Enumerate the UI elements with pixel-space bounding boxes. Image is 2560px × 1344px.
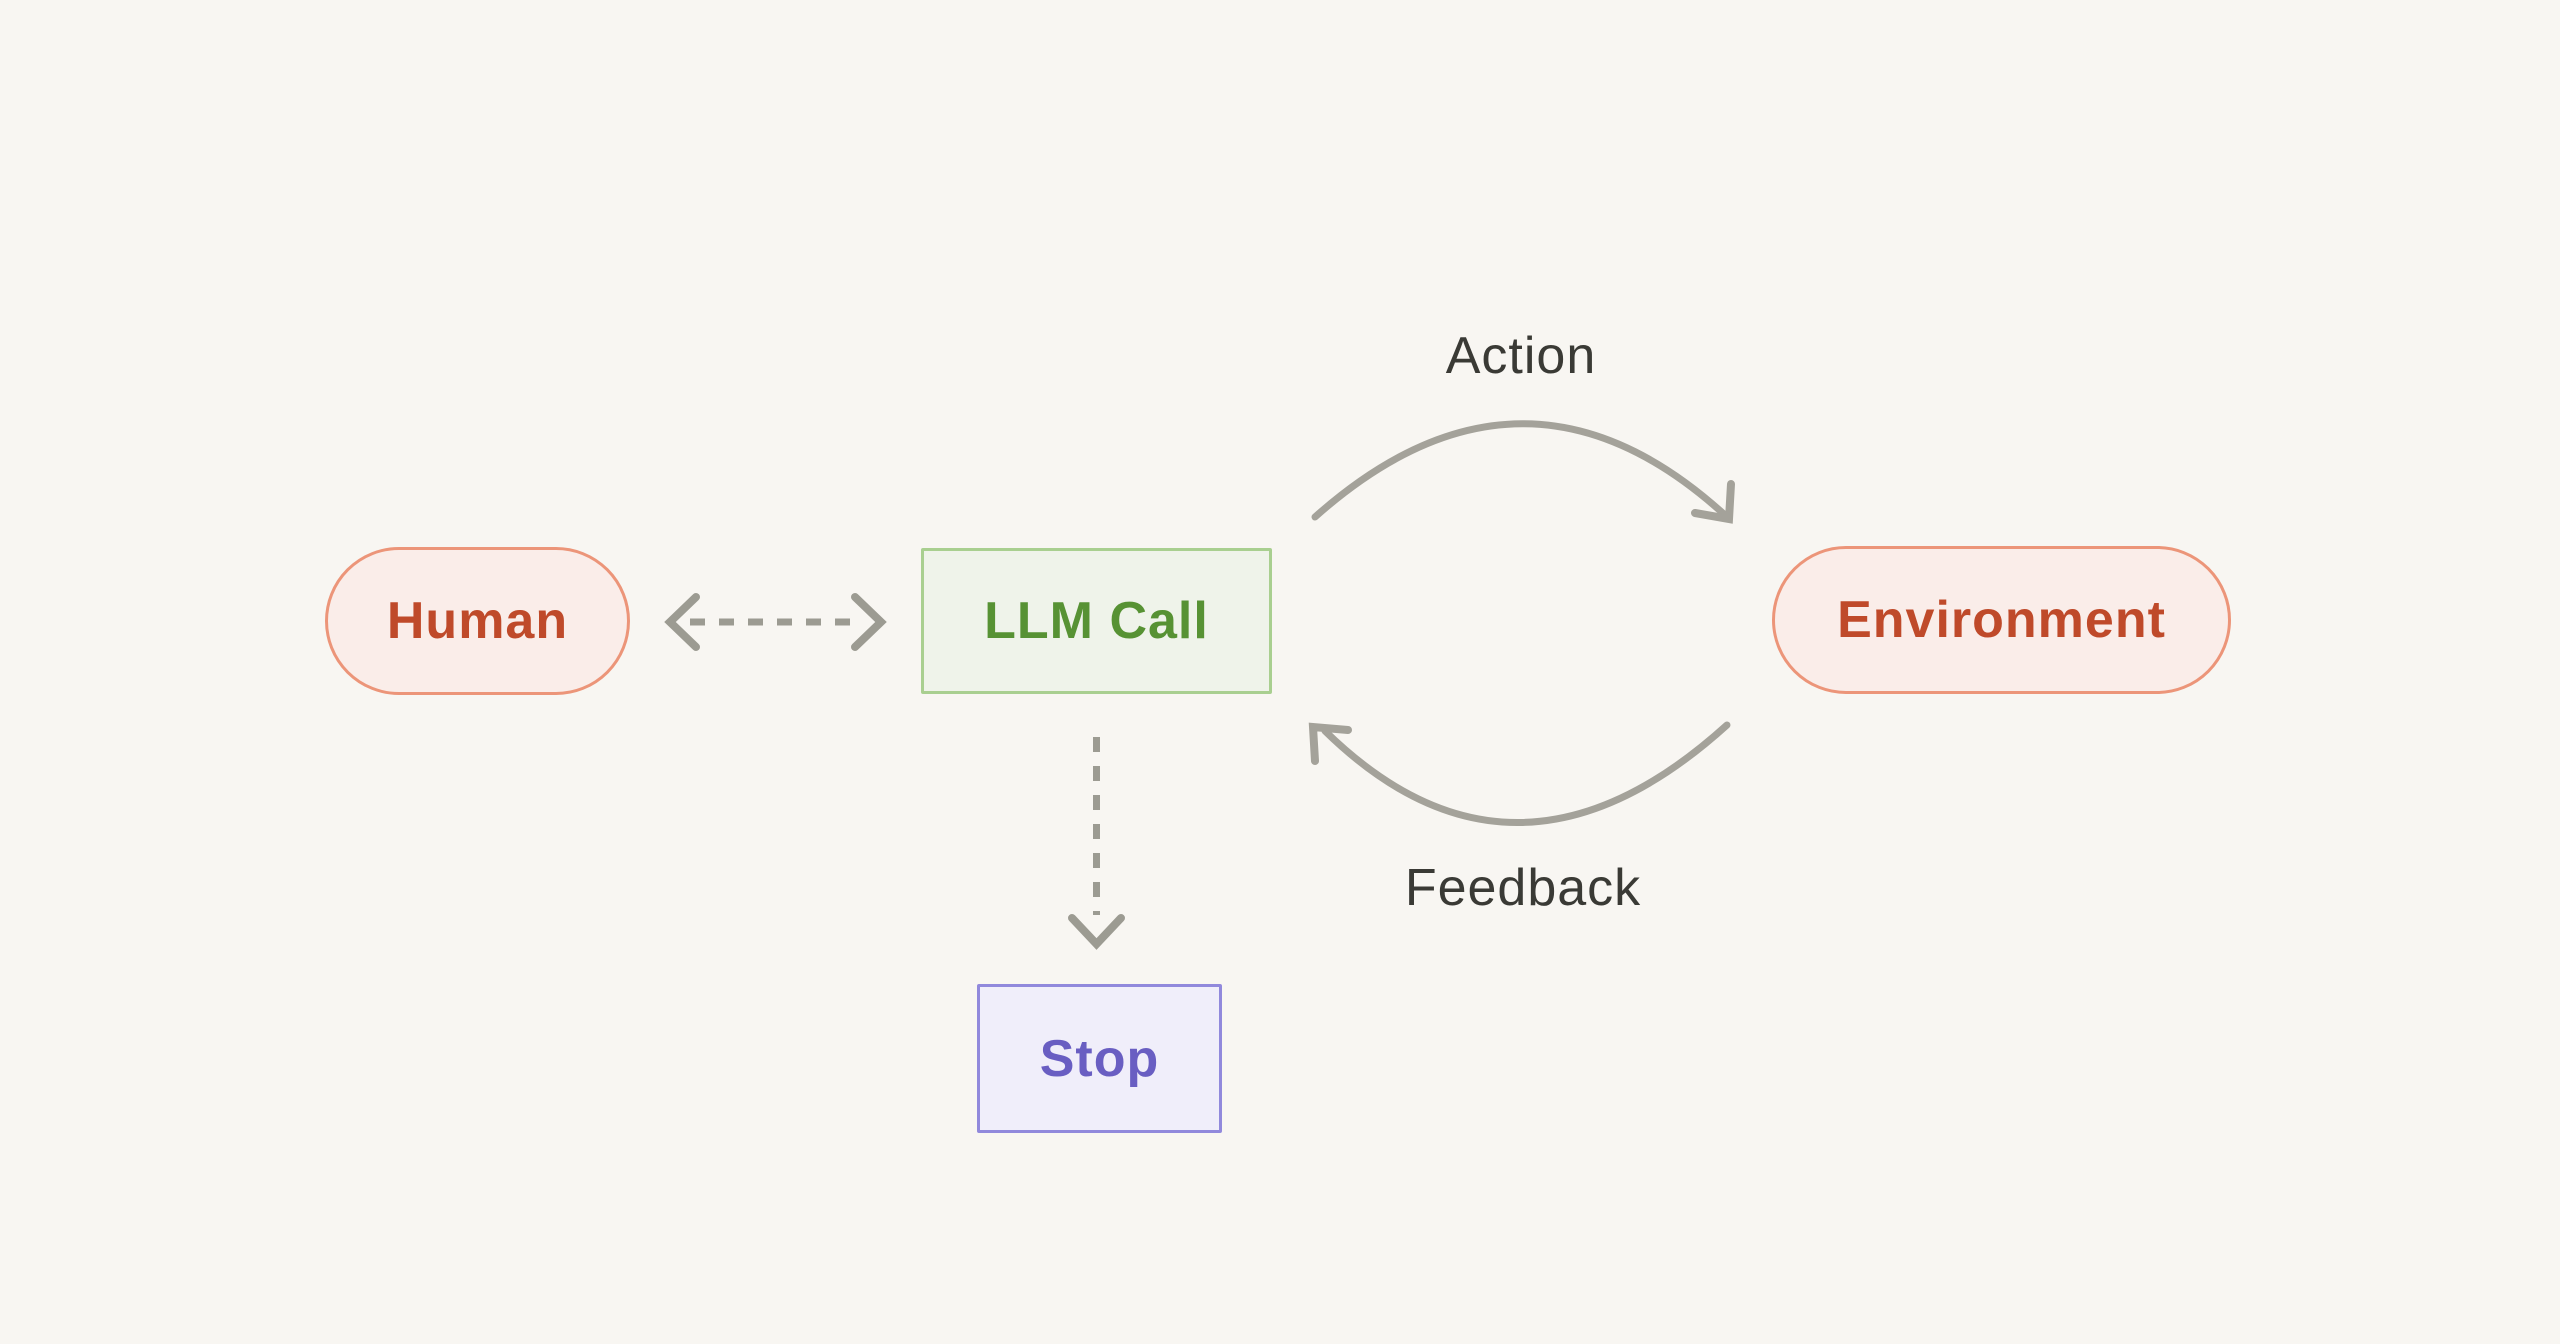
feedback-arc xyxy=(1321,721,1731,826)
edge-llm-stop-dashed-arrow xyxy=(1068,737,1125,950)
node-human-label: Human xyxy=(386,592,569,650)
edge-label-action: Action xyxy=(1445,327,1597,385)
node-llm-call-label: LLM Call xyxy=(984,592,1209,650)
node-llm-call: LLM Call xyxy=(921,548,1272,694)
arrowhead-left-icon xyxy=(664,593,700,651)
node-stop: Stop xyxy=(977,984,1222,1133)
edge-feedback-curved-arrow xyxy=(1308,721,1731,826)
edge-human-llm-dashed-double-arrow xyxy=(664,593,887,651)
node-environment: Environment xyxy=(1772,546,2231,694)
arrowhead-right-icon xyxy=(851,593,887,651)
node-human: Human xyxy=(325,547,630,695)
node-environment-label: Environment xyxy=(1837,591,2166,649)
action-arc xyxy=(1311,420,1730,521)
edge-label-feedback: Feedback xyxy=(1404,859,1642,917)
arrowhead-down-icon xyxy=(1068,914,1125,950)
arrowhead-action-icon xyxy=(1691,480,1735,524)
arrowhead-feedback-icon xyxy=(1308,722,1352,765)
node-stop-label: Stop xyxy=(1039,1029,1160,1088)
edge-action-curved-arrow xyxy=(1311,420,1735,524)
